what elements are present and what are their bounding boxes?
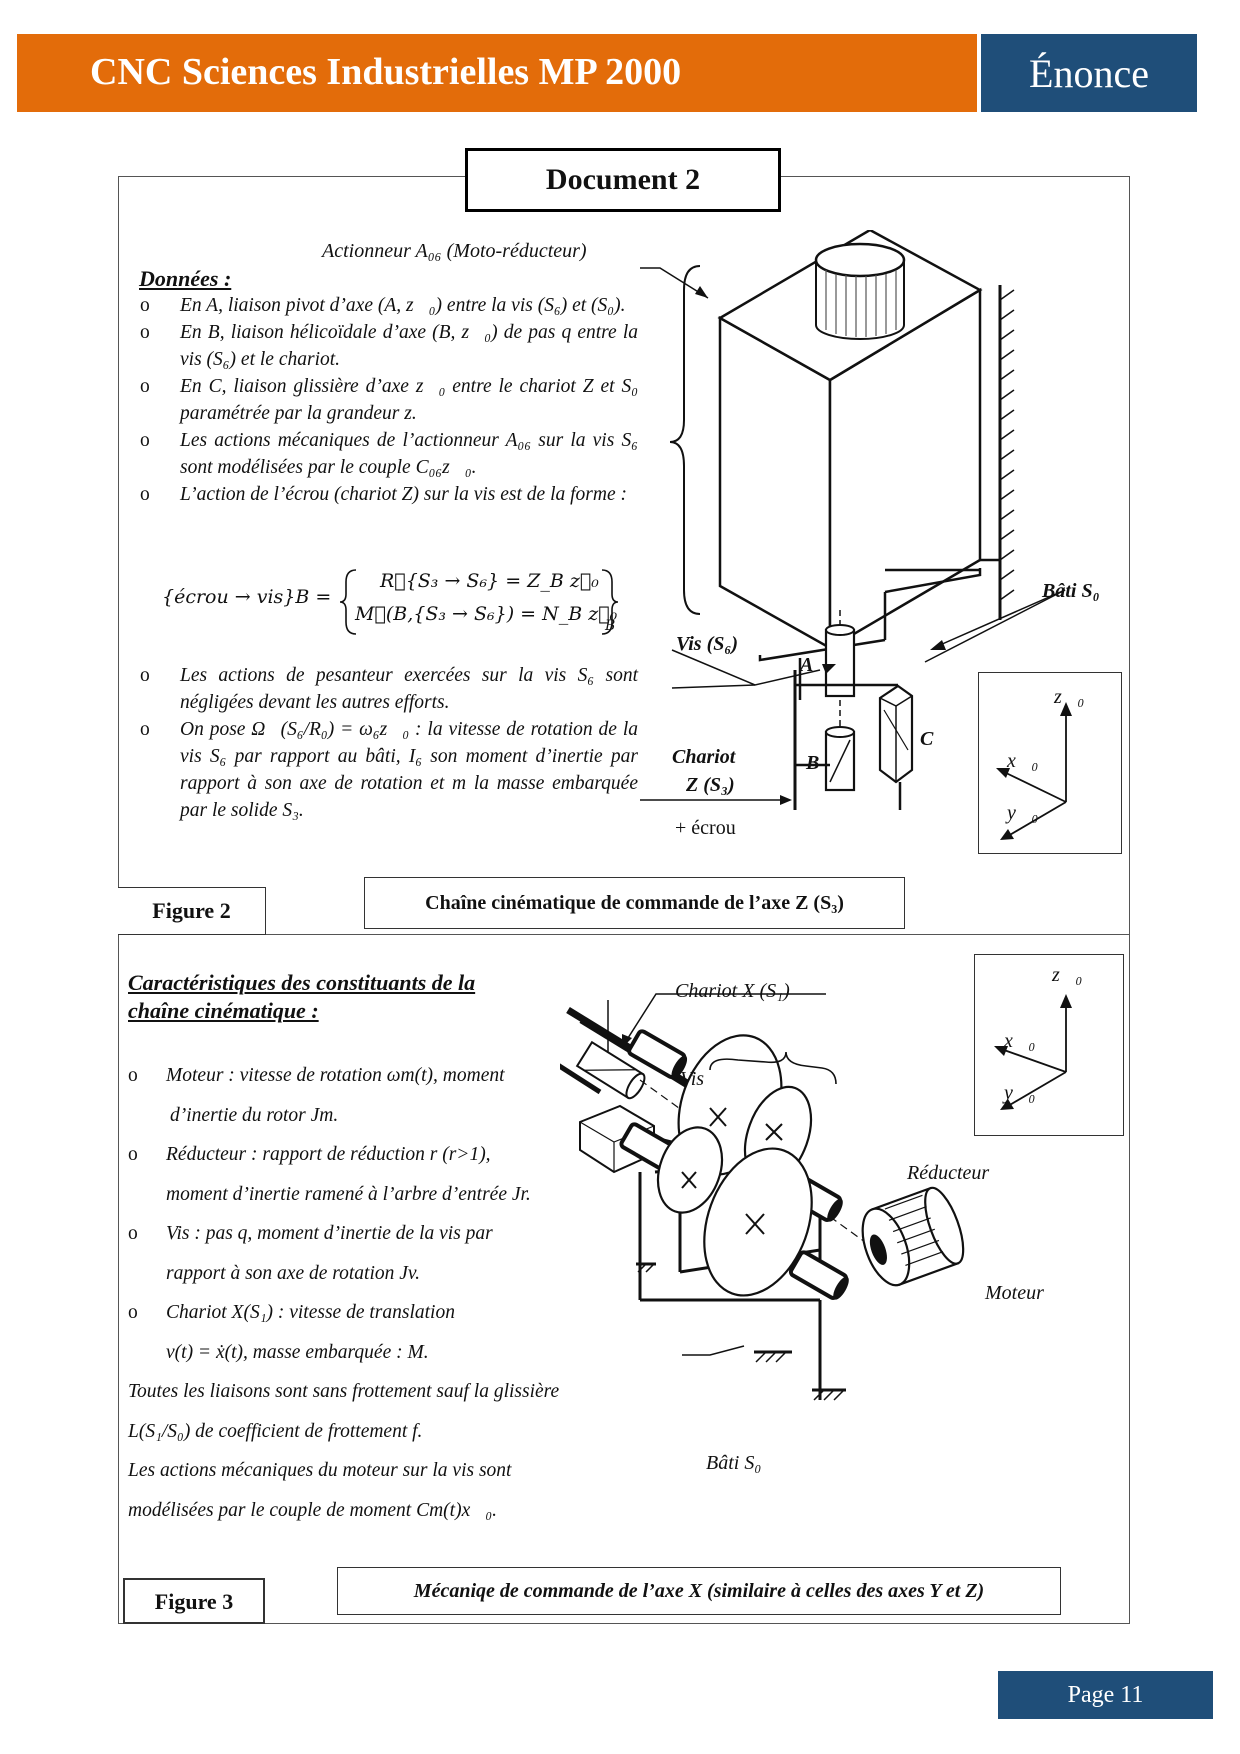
document-title: Document 2 xyxy=(465,148,781,212)
list-item: On pose Ω⃗(S₆/R₀) = ω₆z⃗₀ : la vitesse d… xyxy=(140,716,638,824)
list-item: d’inertie du rotor Jm. xyxy=(170,1104,339,1126)
list-item: En C, liaison glissière d’axe z⃗₀ entre … xyxy=(140,373,638,427)
figure2-drawing xyxy=(640,230,1066,810)
header-tag: Énonce xyxy=(1029,51,1149,96)
torsor-lhs: {écrou → vis}B = xyxy=(162,586,332,608)
figure2-caption: Chaîne cinématique de commande de l’axe … xyxy=(364,877,905,929)
axis-x-label: x⃗₀ xyxy=(1007,750,1039,772)
fig3-vis-label: Vis xyxy=(680,1068,705,1090)
text-line: modélisées par le couple de moment Cm(t)… xyxy=(128,1499,498,1521)
torsor-moment: M⃗(B,{S₃ → S₆}) = N_B z⃗₀ xyxy=(355,603,618,625)
fig3-axis-y-label: y⃗₀ xyxy=(1004,1082,1036,1104)
fig3-chariot-label: Chariot X (S₁) xyxy=(675,980,790,1002)
text-line: Les actions mécaniques du moteur sur la … xyxy=(128,1460,512,1481)
actuator-label: Actionneur A₀₆ (Moto-réducteur) xyxy=(322,240,587,262)
list-item: Les actions mécaniques de l’actionneur A… xyxy=(140,427,638,481)
list-item: En B, liaison hélicoïdale d’axe (B, z⃗₀)… xyxy=(140,319,638,373)
chariot-label-2: Z (S₃) xyxy=(686,774,735,796)
point-b-label: B xyxy=(806,752,820,774)
axis-z-label: z⃗₀ xyxy=(1054,686,1085,708)
figure3-caption: Mécaniqe de commande de l’axe X (similai… xyxy=(337,1567,1061,1615)
header-title: CNC Sciences Industrielles MP 2000 xyxy=(90,51,682,93)
fig2-data-list: En A, liaison pivot d’axe (A, z⃗₀) entre… xyxy=(140,292,638,508)
point-c-label: C xyxy=(920,728,934,750)
data-heading: Données : xyxy=(139,266,232,291)
section-divider xyxy=(118,934,1130,935)
header-tag-bar xyxy=(981,34,1197,112)
point-a-label: A xyxy=(800,654,814,676)
list-item: En A, liaison pivot d’axe (A, z⃗₀) entre… xyxy=(140,292,638,319)
list-item: moment d’inertie ramené à l’arbre d’entr… xyxy=(166,1183,531,1205)
bati-label: Bâti S₀ xyxy=(1042,580,1100,602)
list-item: Les actions de pesanteur exercées sur la… xyxy=(140,662,638,716)
fig3-heading-2: chaîne cinématique : xyxy=(128,998,319,1023)
fig3-bati-label: Bâti S₀ xyxy=(706,1452,762,1474)
text-line: Toutes les liaisons sont sans frottement… xyxy=(128,1381,560,1402)
fig2-data-list-2: Les actions de pesanteur exercées sur la… xyxy=(140,662,638,824)
torsor-braces xyxy=(340,569,619,635)
axes-drawing-fig2 xyxy=(996,702,1072,840)
list-item: v(t) = ẋ(t), masse embarquée : M. xyxy=(166,1341,429,1363)
fig3-moteur-label: Moteur xyxy=(985,1282,1044,1304)
fig3-heading-1: Caractéristiques des constituants de la xyxy=(128,970,476,995)
torsor-subscript: B xyxy=(605,618,616,634)
text-line: L(S₁/S₀) de coefficient de frottement f. xyxy=(128,1420,423,1442)
fig3-reducteur-label: Réducteur xyxy=(907,1162,990,1184)
torsor-resultant: R⃗{S₃ → S₆} = Z_B z⃗₀ xyxy=(380,570,599,592)
axis-y-label: y⃗₀ xyxy=(1007,802,1039,824)
list-item: L’action de l’écrou (chariot Z) sur la v… xyxy=(140,481,638,508)
header-bar xyxy=(17,34,977,112)
axes-box-fig2 xyxy=(978,672,1122,854)
ecrou-label: + écrou xyxy=(675,817,736,839)
figure3-label: Figure 3 xyxy=(123,1578,265,1624)
list-item: rapport à son axe de rotation Jv. xyxy=(166,1262,421,1284)
page-number: Page 11 xyxy=(998,1671,1213,1719)
fig3-axis-z-label: z⃗₀ xyxy=(1052,964,1083,986)
axes-drawing-fig3 xyxy=(994,994,1072,1110)
axes-box-fig3 xyxy=(974,954,1124,1136)
figure3-drawing xyxy=(560,993,965,1401)
chariot-label-1: Chariot xyxy=(672,746,736,768)
figure2-label: Figure 2 xyxy=(118,887,266,935)
fig3-axis-x-label: x⃗₀ xyxy=(1004,1030,1036,1052)
vis-label: Vis (S₆) xyxy=(676,633,738,655)
